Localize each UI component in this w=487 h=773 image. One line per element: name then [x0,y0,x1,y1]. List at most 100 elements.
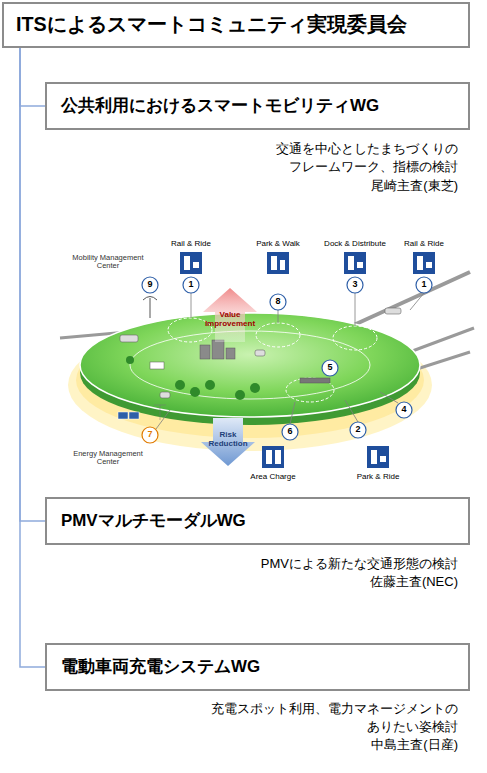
callout-number: 3 [352,280,357,290]
mobility-icon-part [344,252,366,274]
solar-panel-part [118,412,128,419]
mobility-center-antenna-part [150,298,151,318]
callout-number: 1 [188,280,193,290]
callout-number: 6 [287,427,292,437]
wg-chair: 佐藤主査(NEC) [238,573,458,591]
risk-reduction-arrow [201,418,255,466]
working-group-box: 電動車両充電システムWG [45,643,470,691]
leader-line-part [278,310,279,323]
working-group-name: 公共利用におけるスマートモビリティWG [61,96,454,116]
wg-description: 交通を中心としたまちづくりの フレームワーク、指標の検討 [238,140,458,176]
vehicle-part [120,335,138,342]
icon-pictogram-part [266,450,272,464]
tree-part [250,383,260,393]
callout-number: 8 [275,297,280,307]
icon-pictogram-part [193,262,199,268]
working-group-name: 電動車両充電システムWG [61,657,454,677]
platform-disc-part [80,313,420,417]
leader-line-part [191,293,192,318]
callout-circle-part [142,427,158,443]
risk-reduction-arrow-part [201,418,255,466]
solar-panel-part [154,405,166,406]
icon-label: Rail & Ride [171,240,211,249]
mobility-icon-part [367,446,389,468]
zone-ring-part [256,323,300,347]
callout-number: 5 [327,363,332,373]
callout-circle-part [270,294,286,310]
callout-circle [142,277,432,443]
value-label: Value Improvement [199,311,261,329]
tree-part [205,380,215,390]
zone-ring-part [333,326,377,350]
working-group-name: PMVマルチモーダルWG [61,511,454,531]
callout-number: 9 [147,280,152,290]
icon-pictogram-part [280,260,285,270]
leader-line-part [345,400,358,422]
leader-line-part [355,293,356,326]
building-part [212,340,224,359]
wg-chair: 中島主査(日産) [238,736,458,754]
callout-circle-part [282,424,298,440]
solar-panel-part [129,412,139,419]
vehicle-part [385,308,401,314]
committee-title: ITSによるスマートコミュニティ実現委員会 [16,13,456,37]
callout-number: 7 [147,430,152,440]
icon-pictogram-part [380,456,386,462]
platform-disc [80,313,420,425]
mobility-icon-part [413,252,435,274]
icon-pictogram-part [275,450,281,464]
icon-pictogram [184,256,432,464]
icon-label: Park & Walk [256,240,300,249]
center-label: Energy Management Center [72,450,144,467]
working-group-box: PMVマルチモーダルWG [45,497,470,545]
vehicle-part [160,392,170,398]
tree-part [190,387,200,397]
vehicle [120,308,401,398]
committee-box: ITSによるスマートコミュニティ実現委員会 [2,2,470,48]
callout-circle-part [142,277,158,293]
icon-pictogram-part [371,450,377,464]
center-label: Mobility Management Center [72,254,144,271]
building [150,340,330,383]
mobility-center-antenna-part [143,297,157,301]
callout-circle-part [350,422,366,438]
icon-label: Rail & Ride [404,240,444,249]
icon-pictogram-part [426,262,432,268]
solar-panel [118,405,166,420]
working-group-box: 公共利用におけるスマートモビリティWG [45,82,470,130]
building-part [300,378,330,383]
callout-number: 2 [355,425,360,435]
tree-part [235,390,245,400]
callout-number: 4 [401,405,406,415]
mobility-icon-part [180,252,202,274]
callout-circle-part [396,402,412,418]
icon-pictogram-part [417,256,423,270]
tree-connector [20,48,45,521]
tree-connector [20,48,45,667]
icon-label: Park & Ride [357,473,400,482]
mobility-icon [180,252,435,468]
callout-circle-part [183,277,199,293]
icon-label: Dock & Distribute [324,240,386,249]
wg-chair: 尾崎主査(東芝) [238,177,458,195]
callout-circle-part [416,277,432,293]
icon-label: Area Charge [250,473,295,482]
tree-part [175,380,185,390]
mobility-icon-part [262,446,284,468]
icon-pictogram-part [184,256,190,270]
building-part [150,362,164,369]
leader-line-part [380,392,398,403]
callout-circle-part [322,360,338,376]
wg-description: PMVによる新たな交通形態の検討 [198,555,458,573]
zone-ring-part [286,378,334,402]
leader-line-part [410,293,424,310]
vehicle-part [255,350,265,356]
icon-pictogram-part [271,256,277,270]
leader-line-part [156,410,170,429]
tree-part [126,356,134,364]
mobility-icon-part [267,252,289,274]
callout-number: 1 [421,280,426,290]
